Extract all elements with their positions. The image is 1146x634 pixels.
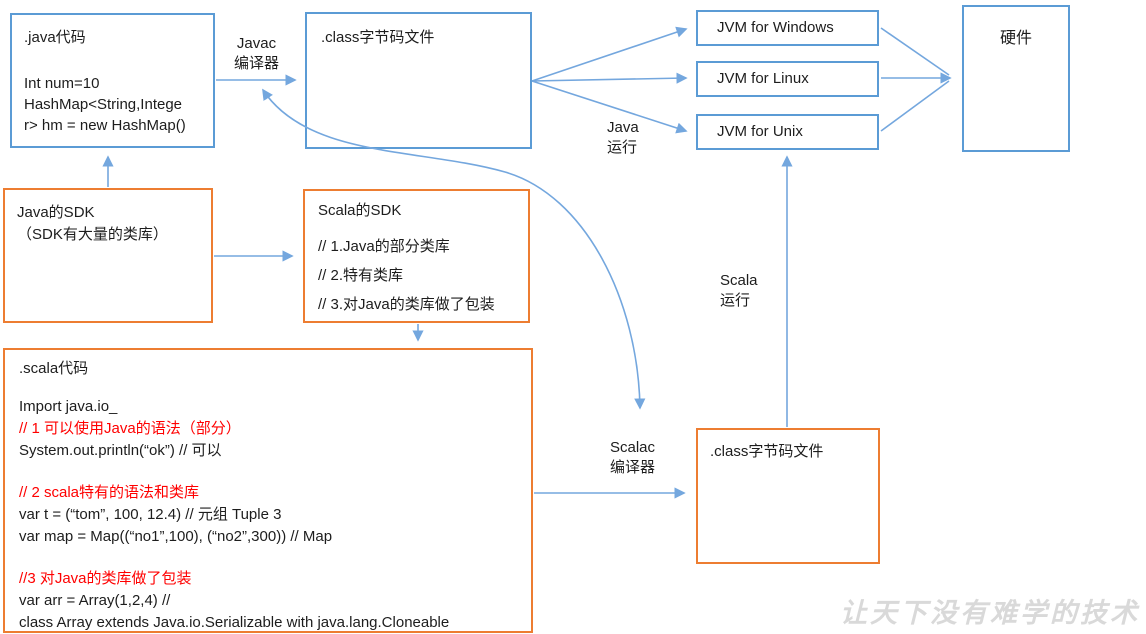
scala-code-box: .scala代码 Import java.io_ // 1 可以使用Java的语… (3, 348, 533, 633)
scala-run-line2: 运行 (720, 292, 751, 309)
scalac-label-line2: 编译器 (610, 459, 656, 476)
code-line: Import java.io_ (19, 398, 118, 415)
jvm-linux-box: JVM for Linux (696, 61, 879, 97)
bytecode-box-java: .class字节码文件 (305, 12, 532, 149)
jvm-linux-label: JVM for Linux (717, 70, 809, 87)
code-line-comment: // 2 scala特有的语法和类库 (19, 484, 200, 501)
arrow-class-to-jvm-windows (531, 26, 688, 82)
javac-label-line1: Javac (236, 35, 277, 52)
code-line: HashMap<String,Intege (24, 96, 183, 113)
java-code-box: .java代码 Int num=10 HashMap<String,Intege… (10, 13, 215, 148)
scala-sdk-box: Scala的SDK // 1.Java的部分类库 // 2.特有类库 // 3.… (303, 189, 530, 323)
javac-label-line2: 编译器 (234, 55, 280, 72)
arrow-jvm-unix-to-hardware (880, 80, 950, 132)
java-run-label: Java 运行 (607, 118, 639, 158)
jvm-unix-box: JVM for Unix (696, 114, 879, 150)
code-line: r> hm = new HashMap() (24, 117, 186, 134)
code-line: var map = Map((“no1”,100), (“no2”,300)) … (19, 528, 333, 545)
scalac-compiler-label: Scalac 编译器 (610, 438, 655, 478)
code-line: var t = (“tom”, 100, 12.4) // 元组 Tuple 3 (19, 506, 282, 523)
scala-sdk-title: Scala的SDK (318, 202, 402, 219)
code-line: System.out.println(“ok”) // 可以 (19, 442, 222, 459)
java-run-line1: Java (607, 119, 639, 136)
scalac-label-line1: Scalac (610, 439, 656, 456)
arrow-jvm-windows-to-hardware (880, 27, 950, 76)
java-sdk-line1: Java的SDK (17, 204, 95, 221)
sdk-line: // 1.Java的部分类库 (318, 238, 450, 255)
scala-run-line1: Scala (720, 272, 758, 289)
sdk-line: // 3.对Java的类库做了包装 (318, 296, 495, 313)
scala-code-title: .scala代码 (19, 360, 89, 377)
bytecode-scala-title: .class字节码文件 (710, 443, 824, 460)
scala-run-label: Scala 运行 (720, 271, 758, 311)
hardware-label: 硬件 (999, 30, 1032, 47)
bytecode-java-title: .class字节码文件 (321, 29, 435, 46)
hardware-box: 硬件 (962, 5, 1070, 152)
watermark-text: 让天下没有难学的技术 (840, 598, 1140, 629)
java-sdk-line2: （SDK有大量的类库） (17, 226, 168, 243)
code-line: var arr = Array(1,2,4) // (19, 592, 171, 609)
jvm-windows-label: JVM for Windows (717, 19, 834, 36)
sdk-line: // 2.特有类库 (318, 267, 404, 284)
bytecode-box-scala: .class字节码文件 (696, 428, 880, 564)
java-sdk-box: Java的SDK （SDK有大量的类库） (3, 188, 213, 323)
java-run-line2: 运行 (607, 139, 638, 156)
code-line-comment: //3 对Java的类库做了包装 (19, 570, 192, 587)
jvm-unix-label: JVM for Unix (717, 123, 803, 140)
code-line-comment: // 1 可以使用Java的语法（部分） (19, 420, 241, 437)
java-code-title: .java代码 (24, 29, 86, 46)
code-line: class Array extends Java.io.Serializable… (19, 614, 450, 631)
arrow-class-to-jvm-linux (531, 72, 688, 84)
jvm-windows-box: JVM for Windows (696, 10, 879, 46)
javac-compiler-label: Javac 编译器 (234, 34, 279, 74)
code-line: Int num=10 (24, 75, 100, 92)
